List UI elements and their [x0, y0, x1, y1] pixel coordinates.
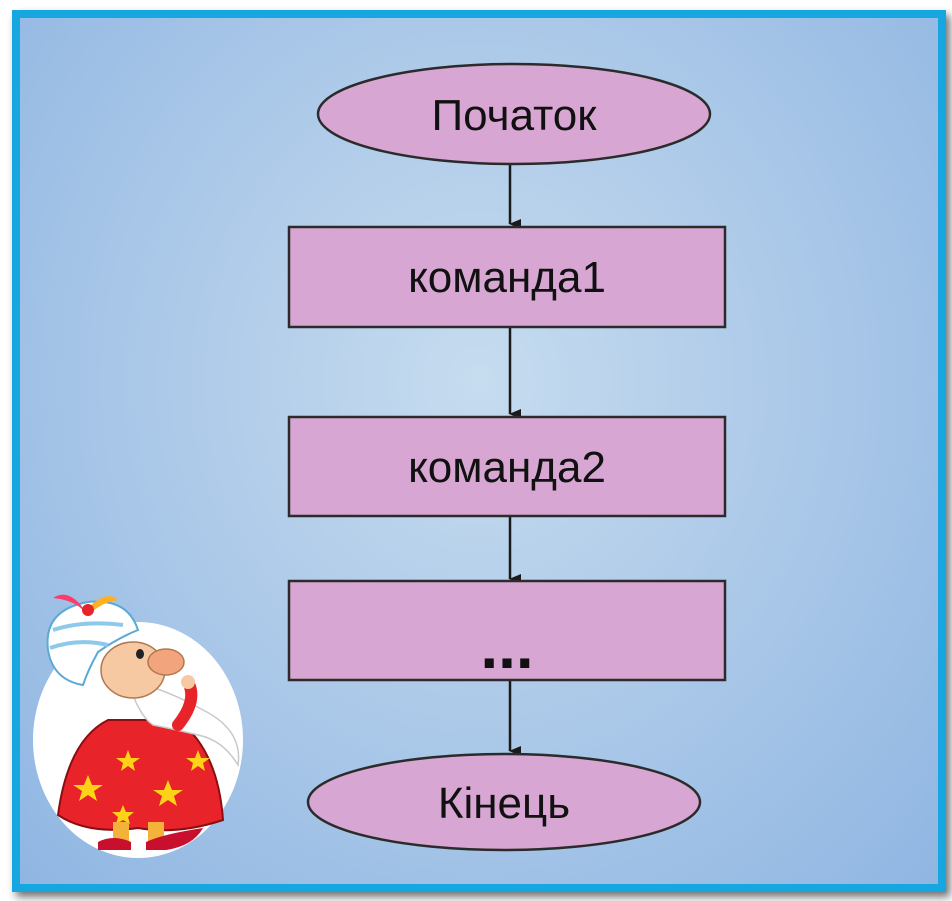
node-cmd1: команда1	[287, 225, 727, 329]
start-label: Початок	[432, 91, 598, 140]
node-more: ...	[287, 579, 727, 682]
start-ellipse	[316, 62, 712, 166]
cmd1-box	[287, 225, 727, 329]
flowchart: Початок команда1 команда2 ... Кінець	[287, 62, 727, 852]
node-cmd2: команда2	[287, 415, 727, 518]
end-label: Кінець	[438, 779, 570, 828]
node-start: Початок	[316, 62, 712, 166]
more-box	[287, 579, 727, 682]
cmd2-label: команда2	[408, 443, 606, 492]
more-label: ...	[480, 610, 533, 682]
cmd1-label: команда1	[408, 253, 606, 302]
cmd2-box	[287, 415, 727, 518]
cartoon-wizard-icon	[33, 594, 243, 858]
node-end: Кінець	[306, 752, 702, 852]
end-ellipse	[306, 752, 702, 852]
